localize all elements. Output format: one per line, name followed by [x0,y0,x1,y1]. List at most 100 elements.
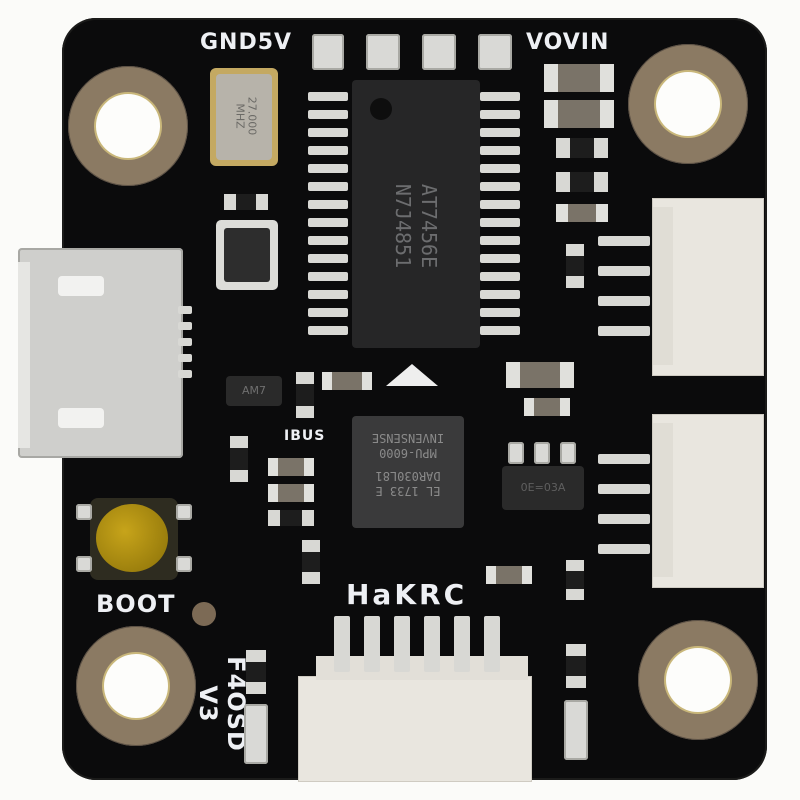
gnd5v-label: GND5V [200,30,293,55]
pin [480,110,520,119]
usb-pins [178,306,194,386]
button-pad [176,556,192,572]
button-pad [176,504,192,520]
solder-pad [422,34,456,70]
mounting-hole-bottom-right [638,620,758,740]
regulator-chip: AM7 [226,376,282,406]
imu-chip-text: EL 1733 E [375,484,441,498]
imu-chip-text: MPU-6000 [379,446,437,460]
pin [334,616,350,672]
resistor [296,372,314,418]
pin [178,306,192,314]
pin [560,442,576,464]
pin [480,182,520,191]
connector-leads [598,236,654,356]
button-pad [76,504,92,520]
crystal-text: MHZ [233,103,247,129]
orientation-arrow-icon [386,364,438,386]
regulator-text: AM7 [241,384,266,397]
vovin-label: VOVIN [526,30,610,55]
pin [480,146,520,155]
pin [480,200,520,209]
solder-pad [478,34,512,70]
sot-chip: 0E=03A [502,466,584,510]
boot-label: BOOT [96,590,176,618]
capacitor [544,64,614,92]
boot-button[interactable] [90,498,178,580]
connector-leads [598,454,654,574]
pin [178,322,192,330]
pin [308,272,348,281]
barometer-sensor [216,220,278,290]
resistor [556,172,608,192]
pin [480,290,520,299]
crystal-oscillator: 27.000 MHZ [210,68,278,166]
capacitor [556,204,608,222]
solder-pad [366,34,400,70]
connector-leads [334,616,534,676]
solder-pad-round [192,602,216,626]
pin [484,616,500,672]
pin [364,616,380,672]
led [564,700,588,760]
imu-chip-text: INVENSENSE [371,431,445,445]
pin [308,254,348,263]
pin [480,92,520,101]
pin [480,272,520,281]
pin [598,484,650,494]
pin [308,164,348,173]
pin [480,254,520,263]
pin [308,326,348,335]
pin [480,308,520,317]
pin [308,146,348,155]
resistor [566,560,584,600]
crystal-text: 27.000 [245,96,259,136]
pin [308,182,348,191]
pin [178,338,192,346]
resistor [556,138,608,158]
chip-pins-right [480,92,524,342]
capacitor [506,362,574,388]
capacitor [486,566,532,584]
led [244,704,268,764]
pin [598,454,650,464]
pin [598,266,650,276]
resistor [566,644,586,688]
pin [480,326,520,335]
model-label: F4OSD V3 [194,656,250,752]
pin [308,218,348,227]
pin [598,296,650,306]
resistor [246,650,266,694]
mounting-hole-top-left [68,66,188,186]
pin [598,544,650,554]
pin [480,164,520,173]
pin [394,616,410,672]
pin [308,200,348,209]
pin [178,354,192,362]
ibus-label: IBUS [284,428,326,444]
osd-chip: AT7456E N7J4851 [352,80,480,348]
resistor [302,540,320,584]
pin [424,616,440,672]
micro-usb-port [18,248,183,458]
pin [178,370,192,378]
resistor [566,244,584,288]
imu-chip: EL 1733 E DAR030L81 MPU-6000 INVENSENSE [352,416,464,528]
button-pad [76,556,92,572]
pin [480,218,520,227]
mounting-hole-top-right [628,44,748,164]
pin [480,128,520,137]
pin [308,236,348,245]
pin [454,616,470,672]
sot-chip-text: 0E=03A [520,481,566,494]
pin [308,308,348,317]
connector-bottom-right [652,414,764,588]
pin [308,92,348,101]
brand-label: HaKRC [346,578,468,611]
resistor [268,510,314,526]
connector-bottom [298,676,532,782]
pin [598,514,650,524]
chip-pins-left [308,92,352,342]
osd-chip-text: AT7456E [417,183,441,269]
osd-chip-text: N7J4851 [391,183,415,269]
